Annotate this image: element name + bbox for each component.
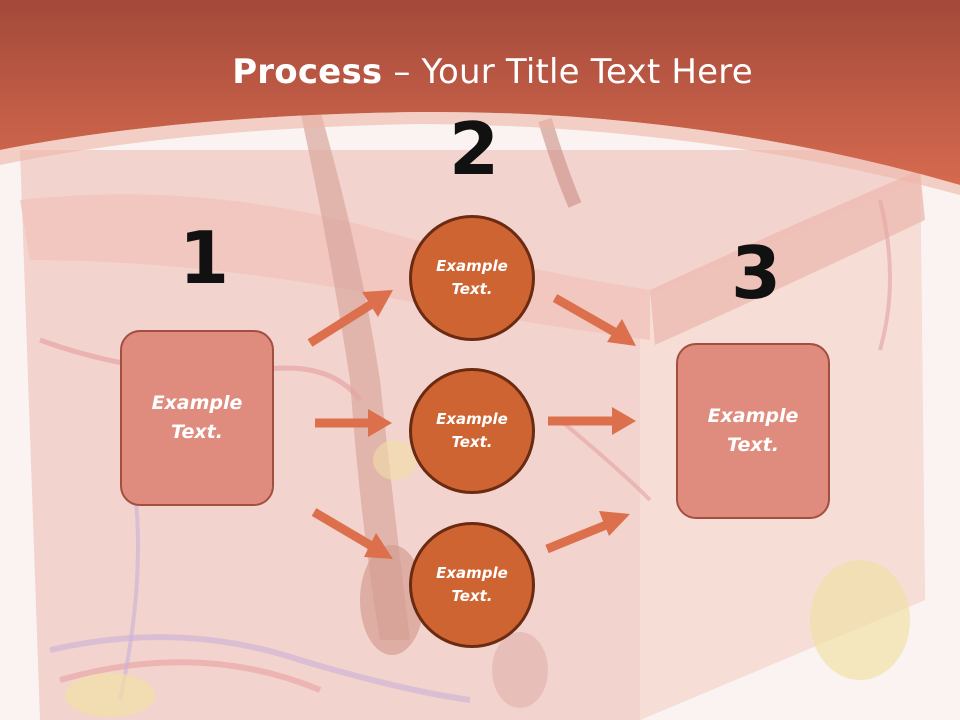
arrow-middle-to-right (548, 407, 636, 435)
circle-middle-line2: Text. (451, 433, 493, 451)
title-rest: – Your Title Text Here (382, 52, 753, 92)
step-number-2: 2 (449, 107, 500, 191)
circle-bottom-line1: Example (436, 564, 508, 582)
right-box-line2: Text. (727, 434, 779, 456)
circle-middle: Example Text. (409, 368, 535, 494)
arrow-bottom-to-right (545, 511, 630, 554)
left-box-line1: Example (151, 392, 243, 414)
circle-bottom: Example Text. (409, 522, 535, 648)
arrow-left-to-top (307, 290, 393, 347)
step-number-1: 1 (179, 216, 230, 300)
right-text-box: Example Text. (676, 343, 830, 519)
arrow-left-to-middle (315, 409, 392, 437)
circle-top-line1: Example (436, 257, 508, 275)
step-number-3: 3 (731, 231, 782, 315)
circle-middle-line1: Example (436, 410, 508, 428)
slide-title: Process – Your Title Text Here (0, 52, 960, 92)
arrow-left-to-bottom (311, 508, 393, 559)
circle-top: Example Text. (409, 215, 535, 341)
arrow-top-to-right (552, 294, 636, 346)
left-text-box: Example Text. (120, 330, 274, 506)
right-box-line1: Example (707, 405, 799, 427)
circle-bottom-line2: Text. (451, 587, 493, 605)
circle-top-line2: Text. (451, 280, 493, 298)
left-box-line2: Text. (171, 421, 223, 443)
title-bold: Process (232, 52, 383, 92)
